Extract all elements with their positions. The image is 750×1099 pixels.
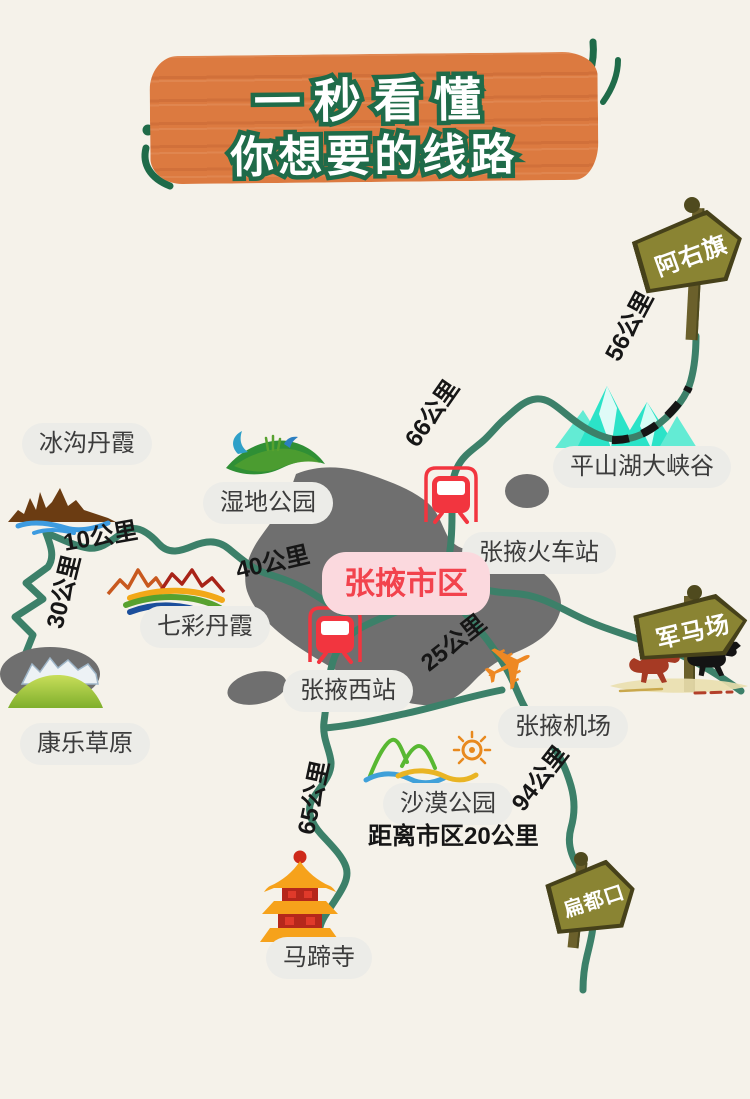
label-binggou-danxia: 冰沟丹霞 [22, 423, 152, 465]
label-kangle-grassland: 康乐草原 [20, 723, 150, 765]
train-station-icon [308, 606, 362, 664]
label-west-station: 张掖西站 [283, 670, 413, 712]
signpost-junmachang-label: 军马场 [653, 610, 733, 654]
junmachang-signpost-ball [687, 585, 702, 600]
title-banner: 一秒看懂一秒看懂 你想要的线路你想要的线路 [149, 51, 599, 187]
sun-icon [452, 730, 492, 765]
label-shidi-park: 湿地公园 [203, 482, 333, 524]
biandukou-signpost-ball [574, 852, 588, 866]
train-station-icon [424, 466, 478, 524]
signpost-ayouqi-label: 阿右旗 [651, 230, 732, 282]
wetland-park-icon [226, 431, 325, 475]
grassland-hill-icon [0, 647, 103, 708]
label-airport: 张掖机场 [498, 706, 628, 748]
ayouqi-signpost-ball [684, 197, 700, 213]
label-matisi-temple: 马蹄寺 [266, 937, 372, 979]
road-west [42, 525, 347, 617]
brown-rocks-river-icon [8, 488, 116, 535]
road-connector [320, 686, 506, 732]
desert-park-icon [363, 730, 492, 786]
label-zhangye-city: 张掖市区 [322, 552, 490, 615]
label-desert-park: 沙漠公园 [383, 783, 513, 825]
label-qicai-danxia: 七彩丹霞 [140, 606, 270, 648]
label-pingshanhu-canyon: 平山湖大峡谷 [553, 446, 731, 488]
desert-park-note: 距离市区20公里 [368, 823, 539, 850]
signpost-biandukou-label: 扁都口 [560, 881, 628, 922]
road-south-matisi [306, 564, 451, 931]
temple-pagoda-icon [260, 850, 340, 942]
title-line-2: 你想要的线路你想要的线路 [226, 126, 523, 187]
